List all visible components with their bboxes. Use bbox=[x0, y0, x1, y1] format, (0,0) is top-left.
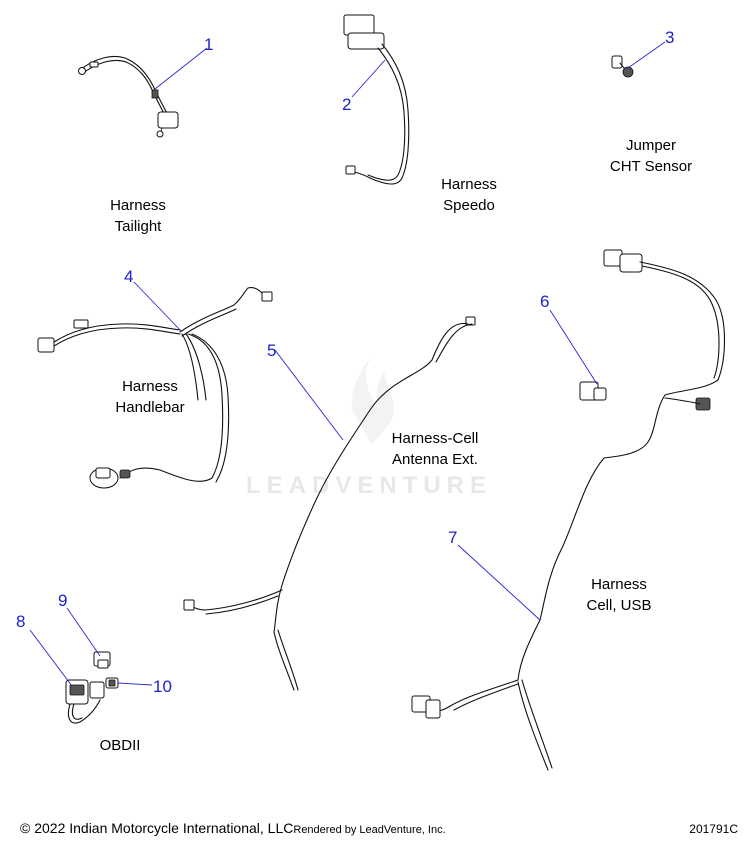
callout-8: 8 bbox=[16, 612, 26, 631]
caption-line: Harness-Cell bbox=[391, 430, 479, 447]
footer-copyright: © 2022 Indian Motorcycle International, … bbox=[20, 820, 446, 836]
callout-6: 6 bbox=[540, 292, 550, 311]
callout-1: 1 bbox=[204, 35, 214, 54]
caption-line: Speedo bbox=[443, 197, 495, 214]
part-3-jumper-cht-sensor bbox=[611, 55, 634, 78]
leader-8 bbox=[29, 629, 73, 687]
caption-line: Antenna Ext. bbox=[392, 451, 478, 468]
caption-line: Jumper bbox=[625, 137, 677, 154]
part-6-connector bbox=[579, 381, 607, 401]
part-4-harness-handlebar bbox=[37, 287, 273, 489]
part-1-harness-tailight bbox=[78, 55, 179, 138]
callout-5: 5 bbox=[267, 341, 277, 360]
callout-3: 3 bbox=[665, 28, 675, 47]
leader-4 bbox=[133, 281, 182, 332]
part-10-connector bbox=[105, 677, 119, 689]
leader-5 bbox=[274, 349, 344, 441]
drawing-code: 201791C bbox=[689, 822, 738, 836]
caption-line: Harness bbox=[122, 378, 178, 395]
copyright-text: © 2022 Indian Motorcycle International, … bbox=[20, 820, 294, 836]
caption-line: Harness bbox=[441, 176, 497, 193]
leader-9 bbox=[66, 607, 101, 657]
leader-1 bbox=[154, 47, 208, 90]
leader-6 bbox=[549, 309, 598, 385]
part-5-harness-cell-antenna bbox=[183, 316, 476, 691]
callout-2: 2 bbox=[342, 95, 352, 114]
rendered-by-text: Rendered by LeadVenture, Inc. bbox=[293, 824, 446, 836]
caption-harness-handlebar: Harness Handlebar bbox=[104, 376, 196, 418]
caption-line: Harness bbox=[110, 197, 166, 214]
leader-10 bbox=[117, 682, 153, 686]
caption-line: CHT Sensor bbox=[609, 158, 693, 175]
part-8-obdii-connector bbox=[65, 679, 105, 724]
caption-obdii: OBDII bbox=[90, 735, 150, 756]
caption-harness-cell-antenna: Harness-Cell Antenna Ext. bbox=[378, 428, 492, 470]
leader-2 bbox=[351, 59, 386, 98]
caption-line: Tailight bbox=[114, 218, 162, 235]
caption-jumper-cht-sensor: Jumper CHT Sensor bbox=[596, 135, 706, 177]
callout-10: 10 bbox=[153, 677, 172, 696]
callout-9: 9 bbox=[58, 591, 68, 610]
caption-line: Handlebar bbox=[115, 399, 185, 416]
caption-harness-cell-usb: Harness Cell, USB bbox=[574, 574, 664, 616]
watermark-text: LEADVENTURE bbox=[246, 472, 493, 499]
caption-line: OBDII bbox=[99, 737, 141, 754]
leader-3 bbox=[627, 41, 666, 69]
caption-line: Cell, USB bbox=[586, 597, 652, 614]
part-7-harness-cell-usb bbox=[411, 249, 726, 771]
leader-7 bbox=[457, 544, 541, 621]
part-2-harness-speedo bbox=[343, 14, 410, 185]
part-9-connector bbox=[93, 651, 111, 669]
callout-4: 4 bbox=[124, 267, 134, 286]
caption-line: Harness bbox=[591, 576, 647, 593]
callout-7: 7 bbox=[448, 528, 458, 547]
caption-harness-speedo: Harness Speedo bbox=[427, 174, 511, 216]
caption-harness-tailight: Harness Tailight bbox=[96, 195, 180, 237]
